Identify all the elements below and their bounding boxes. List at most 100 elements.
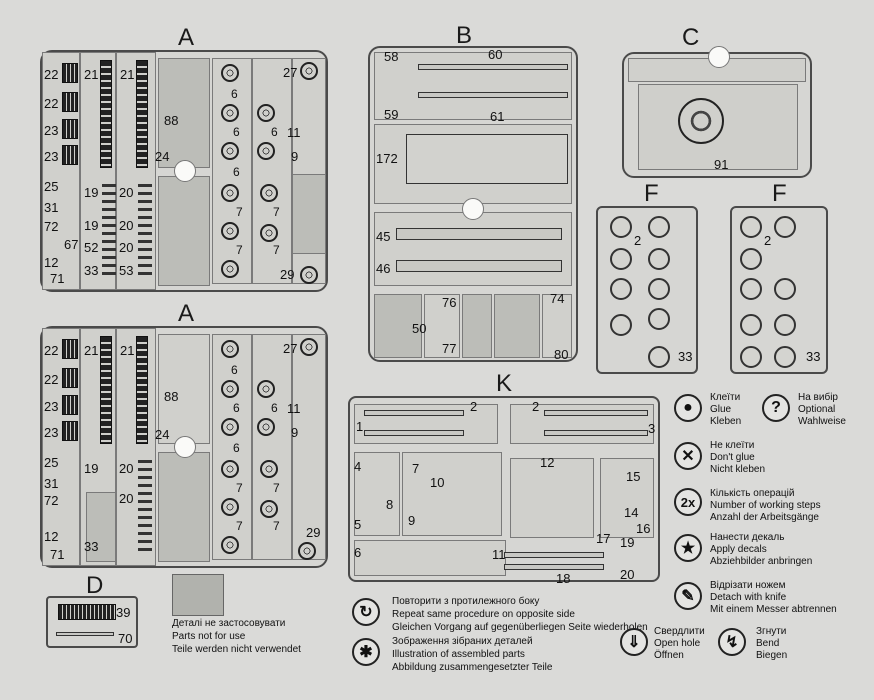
assembled-text: Illustration of assembled parts [392, 649, 525, 660]
track-part [62, 395, 78, 415]
steps-text: Anzahl der Arbeitsgänge [710, 512, 819, 523]
part-number: 16 [636, 521, 651, 536]
part-number: 14 [624, 505, 639, 520]
glue-text: Клеїти [710, 392, 741, 403]
sprue-letter-k: K [496, 370, 513, 397]
part-number: 4 [354, 459, 362, 474]
wheel-part [648, 216, 670, 238]
repeat-icon: ↻ [352, 598, 380, 626]
sprue-letter-f-left: F [644, 180, 659, 207]
part-number: 12 [540, 455, 555, 470]
wheel-part [648, 278, 670, 300]
cell [158, 176, 210, 286]
road-wheel [260, 500, 278, 518]
wheel-part [740, 248, 762, 270]
wheel-part [740, 346, 762, 368]
small-parts [102, 184, 116, 276]
part-number: 50 [412, 321, 427, 336]
wheel-part [774, 278, 796, 300]
part-number: 53 [119, 263, 134, 278]
track-part [62, 119, 78, 139]
wheel-part [610, 216, 632, 238]
wheel-part [740, 314, 762, 336]
part-number: 33 [678, 349, 693, 364]
part-number: 20 [119, 218, 134, 233]
part-number: 29 [280, 267, 295, 282]
track-strip [136, 60, 148, 168]
part-number: 7 [236, 243, 243, 257]
part-number: 31 [44, 200, 59, 215]
cell [252, 334, 292, 560]
part-number: 77 [442, 341, 457, 356]
road-wheel [221, 418, 239, 436]
sprue-a-bottom [40, 326, 328, 568]
part-number: 9 [408, 513, 416, 528]
cell [42, 328, 80, 566]
cell [374, 294, 422, 358]
wheel-part [740, 216, 762, 238]
cell [354, 452, 400, 536]
hull-floor-part [406, 134, 568, 184]
part-number: 10 [430, 475, 445, 490]
hull-side-part [418, 64, 568, 70]
sprocket [300, 338, 318, 356]
part-number: 7 [236, 481, 243, 495]
sprue-letter-f-right: F [772, 180, 787, 207]
part-number: 23 [44, 425, 59, 440]
track-part [62, 339, 78, 359]
repeat-text: Gleichen Vorgang auf gegenüberliegen Sei… [392, 622, 648, 633]
cell [510, 458, 594, 538]
optional-icon: ? [762, 394, 790, 422]
k-rod [544, 430, 648, 436]
part-number: 1 [356, 419, 364, 434]
part-number: 58 [384, 49, 399, 64]
part-number: 25 [44, 179, 59, 194]
sprocket [300, 266, 318, 284]
turret-ring [678, 98, 724, 144]
part-number: 17 [596, 531, 611, 546]
sprue-letter-c: C [682, 24, 700, 51]
repeat-text: Repeat same procedure on opposite side [392, 609, 575, 620]
road-wheel [257, 104, 275, 122]
bend-text: Згнути [756, 626, 787, 637]
no-glue-text: Nicht kleben [710, 464, 766, 475]
part-number: 3 [648, 421, 656, 436]
part-number: 59 [384, 107, 399, 122]
cell [212, 58, 252, 284]
sprue-c [622, 46, 812, 178]
hull-side-part [418, 92, 568, 98]
part-number: 67 [64, 237, 79, 252]
part-number: 24 [155, 149, 170, 164]
wheel-part [648, 308, 670, 330]
road-wheel [221, 340, 239, 358]
part-number: 23 [44, 149, 59, 164]
part-number: 61 [490, 109, 505, 124]
road-wheel [221, 380, 239, 398]
decal-icon: ★ [674, 534, 702, 562]
road-wheel [221, 498, 239, 516]
part-number: 7 [273, 481, 280, 495]
part-number: 6 [233, 125, 240, 139]
part-number: 19 [84, 461, 99, 476]
part-number: 7 [273, 519, 280, 533]
part-number: 71 [50, 271, 65, 286]
part-number: 11 [287, 401, 301, 416]
track-part [62, 92, 78, 112]
part-number: 6 [271, 401, 278, 415]
sprue-k [348, 396, 660, 582]
drill-text: Öffnen [654, 650, 684, 661]
sprocket [298, 542, 316, 560]
cell [374, 212, 572, 286]
part-number: 6 [354, 545, 362, 560]
sprue-letter-b: B [456, 22, 473, 49]
decal-text: Нанести декаль [710, 532, 785, 543]
part-number: 72 [44, 219, 59, 234]
k-rod [364, 410, 464, 416]
glue-icon: ● [674, 394, 702, 422]
part-number: 6 [233, 441, 240, 455]
part-number: 7 [412, 461, 420, 476]
assembled-text: Зображення зібраних деталей [392, 636, 533, 647]
part-number: 60 [488, 47, 503, 62]
part-number: 22 [44, 343, 59, 358]
